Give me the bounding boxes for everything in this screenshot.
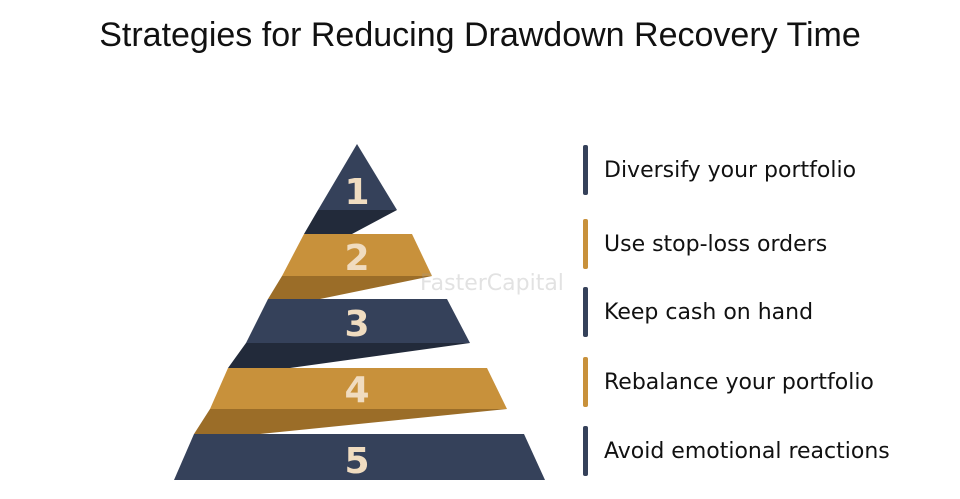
strategy-item-2-bar bbox=[583, 219, 588, 269]
strategy-item-2: Use stop-loss orders bbox=[583, 219, 943, 269]
strategy-item-1-label: Diversify your portfolio bbox=[604, 157, 857, 183]
page-title: Strategies for Reducing Drawdown Recover… bbox=[99, 16, 861, 54]
pyramid-number-2: 2 bbox=[344, 238, 369, 279]
pyramid-number-5: 5 bbox=[344, 441, 369, 482]
strategy-item-4: Rebalance your portfolio bbox=[583, 357, 943, 407]
strategy-item-3-label: Keep cash on hand bbox=[604, 299, 814, 325]
pyramid-connector-4-5 bbox=[194, 409, 507, 434]
strategy-item-3-bar bbox=[583, 287, 588, 337]
strategy-item-5: Avoid emotional reactions bbox=[583, 426, 943, 476]
pyramid-number-1: 1 bbox=[344, 172, 369, 213]
strategy-item-4-bar bbox=[583, 357, 588, 407]
strategy-item-1: Diversify your portfolio bbox=[583, 145, 943, 195]
pyramid-tier-3 bbox=[246, 299, 470, 343]
strategy-item-5-bar bbox=[583, 426, 588, 476]
pyramid-connector-3-4 bbox=[228, 343, 470, 368]
pyramid-connector-1-2 bbox=[304, 210, 397, 234]
strategy-item-4-label: Rebalance your portfolio bbox=[604, 369, 874, 395]
watermark: FasterCapital bbox=[420, 271, 564, 296]
strategy-item-1-bar bbox=[583, 145, 588, 195]
strategy-item-3: Keep cash on hand bbox=[583, 287, 943, 337]
strategy-item-5-label: Avoid emotional reactions bbox=[604, 438, 890, 464]
pyramid-tier-2 bbox=[282, 234, 432, 276]
pyramid-number-3: 3 bbox=[344, 304, 369, 345]
pyramid-connector-2-3 bbox=[268, 276, 432, 299]
pyramid-tier-4 bbox=[210, 368, 507, 409]
pyramid-tier-1 bbox=[318, 144, 397, 210]
pyramid-number-4: 4 bbox=[344, 370, 369, 411]
strategy-item-2-label: Use stop-loss orders bbox=[604, 231, 828, 257]
pyramid-tier-5 bbox=[174, 434, 545, 480]
